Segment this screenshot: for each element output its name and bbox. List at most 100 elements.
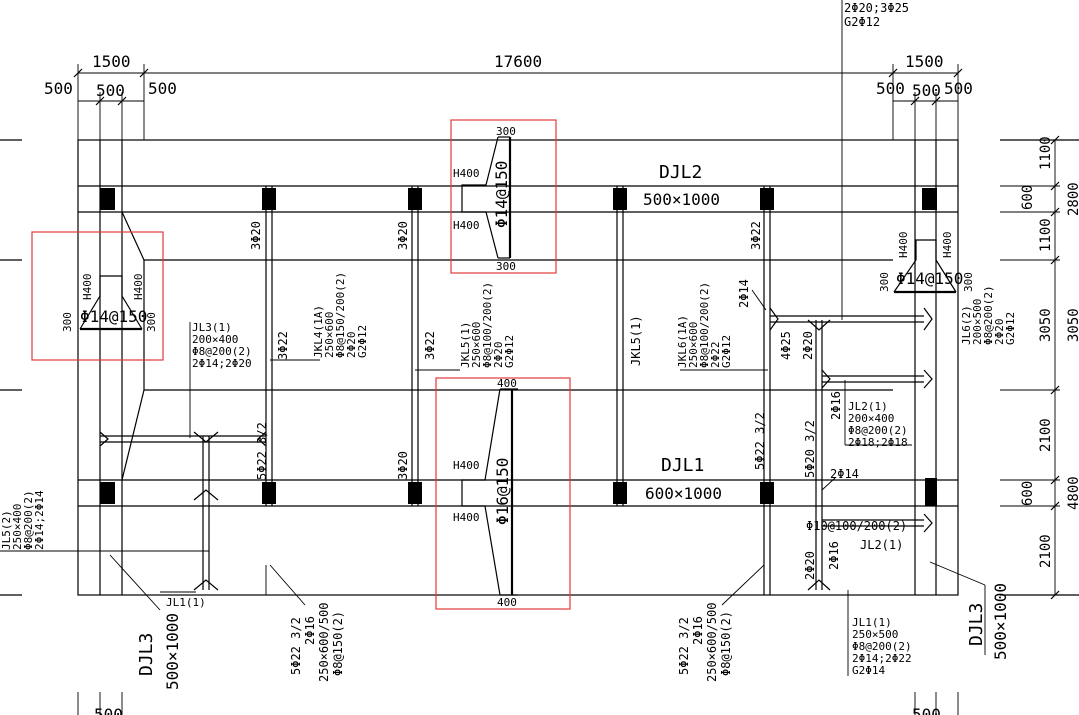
top-dimension-lines xyxy=(73,64,963,140)
callout-3-20-c: 3Φ20 xyxy=(396,451,410,480)
callout-3-22-a: 3Φ22 xyxy=(276,331,290,360)
callout-br-line: 5Φ22 3/2 xyxy=(677,617,691,675)
label-jl6-line: G2Φ12 xyxy=(1004,312,1017,345)
dim-right-2800: 2800 xyxy=(1066,182,1079,216)
beam-djl3-left-size: 500×1000 xyxy=(163,613,182,690)
section-bot-mid: 400 400 H400 H400 Φ16@150 xyxy=(435,377,571,610)
label-jkl5-line: JKL5(1) xyxy=(459,322,472,368)
top-note-line1: 2Φ20;3Φ25 xyxy=(844,1,909,15)
label-jkl6-line: 2Φ22 xyxy=(709,342,722,369)
dim-right-4800: 4800 xyxy=(1066,476,1079,510)
callout-2-20-a: 2Φ20 xyxy=(801,331,815,360)
label-jl1-right-line: 2Φ14;2Φ22 xyxy=(852,652,912,665)
section-top-mid-width-top: 300 xyxy=(496,125,516,138)
callout-bottom-left: 5Φ22 3/2 2Φ16 250×600/500 Φ8@150(2) xyxy=(269,564,345,682)
label-left-edge-line: 2Φ14;2Φ14 xyxy=(33,490,46,550)
label-jl3-line: Φ8@200(2) xyxy=(192,345,252,358)
dim-right-600-a: 600 xyxy=(1020,185,1036,210)
callout-bl-line: 5Φ22 3/2 xyxy=(289,617,303,675)
label-jl1-left: JL1(1) xyxy=(166,596,206,609)
label-jkl4-line: Φ8@150/200(2) xyxy=(334,272,347,358)
column xyxy=(925,478,937,506)
label-jl3-line: JL3(1) xyxy=(192,321,232,334)
label-jkl4-line: 2Φ20 xyxy=(345,332,358,359)
label-jl6-line: 2Φ20 xyxy=(993,319,1006,346)
callout-br-line: 250×600/500 xyxy=(705,603,719,682)
section-right-h2: H400 xyxy=(941,232,954,259)
section-bot-mid-width-top: 400 xyxy=(497,377,517,390)
label-jl6-line: 200×500 xyxy=(971,299,984,345)
section-bot-mid-rebar: Φ16@150 xyxy=(493,458,512,525)
label-jkl4-line: 250×600 xyxy=(323,312,336,358)
section-left-h1: H400 xyxy=(81,274,94,301)
column xyxy=(100,188,115,210)
label-left-edge-line: JL5(2) xyxy=(0,510,13,550)
column xyxy=(760,482,774,504)
dim-right-outer: 1500 xyxy=(905,52,944,71)
section-right: H400 H400 300 300 Φ14@150 xyxy=(878,232,975,294)
dim-left-500-c: 500 xyxy=(148,79,177,98)
column xyxy=(408,482,422,504)
callout-bl-line: 2Φ16 xyxy=(303,616,317,645)
label-left-edge-line: Φ8@200(2) xyxy=(22,490,35,550)
section-right-w2: 300 xyxy=(962,272,975,292)
columns xyxy=(100,188,937,506)
label-jkl4-line: JKL4(1A) xyxy=(312,305,325,358)
dim-right-3050: 3050 xyxy=(1038,308,1054,342)
beam-djl1-size: 600×1000 xyxy=(645,484,722,503)
column xyxy=(760,188,774,210)
beam-djl3-right-size: 500×1000 xyxy=(991,583,1010,660)
callout-5-20-32: 5Φ20 3/2 xyxy=(803,420,817,478)
column xyxy=(262,482,276,504)
dim-right-2100-a: 2100 xyxy=(1038,418,1054,452)
callout-4-25: 4Φ25 xyxy=(779,331,793,360)
label-jkl4-line: G2Φ12 xyxy=(356,325,369,358)
callout-bl-line: Φ8@150(2) xyxy=(331,611,345,676)
label-jl3-line: 2Φ14;2Φ20 xyxy=(192,357,252,370)
label-jkl5-b: JKL5(1) xyxy=(629,315,643,366)
dim-bottom-500-right: 500 xyxy=(912,705,941,715)
section-left-w2: 300 xyxy=(145,312,158,332)
dim-total: 17600 xyxy=(494,52,542,71)
section-left-w1: 300 xyxy=(61,312,74,332)
callout-2-16-b: 2Φ16 xyxy=(827,541,841,570)
column xyxy=(262,188,276,210)
callout-3-22-c: 3Φ22 xyxy=(749,221,763,250)
top-note-line2: G2Φ12 xyxy=(844,15,880,29)
label-jkl6-line: 250×600 xyxy=(687,322,700,368)
beam-djl3-right-name: DJL3 xyxy=(966,603,987,646)
label-jkl6-line: Φ8@100/200(2) xyxy=(698,282,711,368)
column xyxy=(613,188,627,210)
section-left-h2: H400 xyxy=(132,274,145,301)
section-right-h1: H400 xyxy=(897,232,910,259)
beam-djl2-name: DJL2 xyxy=(659,162,702,183)
callout-5-22-32-b: 5Φ22 3/2 xyxy=(753,412,767,470)
callout-bl-line: 250×600/500 xyxy=(317,603,331,682)
dim-right-600-b: 600 xyxy=(1020,481,1036,506)
top-note: 2Φ20;3Φ25 G2Φ12 xyxy=(841,0,909,320)
callout-stirrup: Φ10@100/200(2) xyxy=(806,519,907,533)
dim-right-500-a: 500 xyxy=(876,79,905,98)
label-jl1-right: JL1(1) 250×500 Φ8@200(2) 2Φ14;2Φ22 G2Φ14 xyxy=(847,590,912,677)
label-jl2a-line: 200×400 xyxy=(848,412,894,425)
section-right-w1: 300 xyxy=(878,272,891,292)
label-jkl6-line: JKL6(1A) xyxy=(676,315,689,368)
callout-2-20-b: 2Φ20 xyxy=(803,551,817,580)
section-top-mid-width-bot: 300 xyxy=(496,260,516,273)
label-jkl5-line: 2Φ20 xyxy=(492,342,505,369)
beam-djl3-left-name: DJL3 xyxy=(136,633,157,676)
label-jl2a-line: Φ8@200(2) xyxy=(848,424,908,437)
callout-3-22-b: 3Φ22 xyxy=(423,331,437,360)
label-jkl5-line: G2Φ12 xyxy=(503,335,516,368)
dim-right-500-b: 500 xyxy=(912,81,941,100)
label-jl1-right-line: JL1(1) xyxy=(852,616,892,629)
callout-bottom-right: 5Φ22 3/2 2Φ16 250×600/500 Φ8@150(2) xyxy=(677,564,765,682)
callout-2-14-b: 2Φ14 xyxy=(830,467,859,481)
section-right-rebar: Φ14@150 xyxy=(896,269,963,288)
column xyxy=(408,188,422,210)
section-top-mid-h1: H400 xyxy=(453,167,480,180)
label-jl2a-line: JL2(1) xyxy=(848,400,888,413)
dim-right-3050-b: 3050 xyxy=(1066,308,1079,342)
callout-2-16-a: 2Φ16 xyxy=(829,391,843,420)
